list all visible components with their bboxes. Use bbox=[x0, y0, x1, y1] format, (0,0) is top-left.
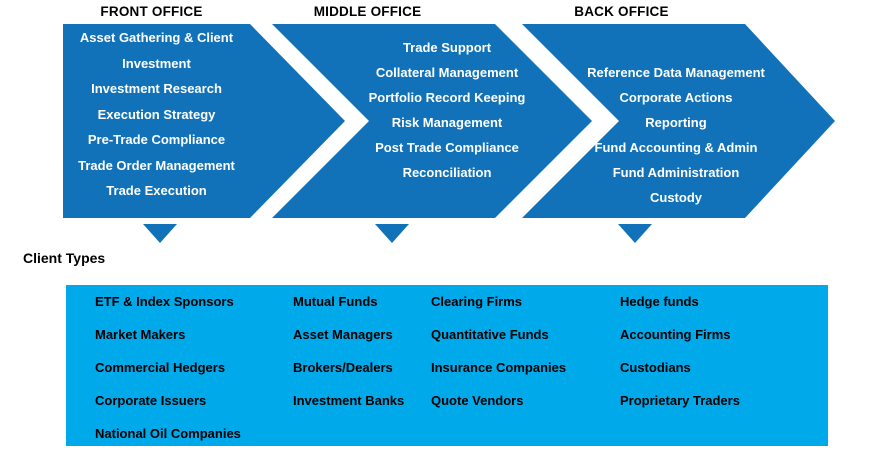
client-type-item: Commercial Hedgers bbox=[95, 360, 226, 375]
client-type-item: Mutual Funds bbox=[293, 294, 378, 309]
client-type-item: Hedge funds bbox=[620, 294, 699, 309]
client-type-item: Market Makers bbox=[95, 327, 186, 342]
middle-office-item: Collateral Management bbox=[375, 65, 519, 80]
back-office-item: Fund Administration bbox=[612, 165, 740, 180]
down-arrow-icon bbox=[375, 224, 409, 243]
client-types-column-1: ETF & Index Sponsors Market Makers Comme… bbox=[95, 285, 241, 450]
front-office-item: Investment Research bbox=[91, 81, 222, 96]
back-office-item-list: Reference Data Management Corporate Acti… bbox=[556, 60, 796, 210]
front-office-item: Pre-Trade Compliance bbox=[87, 132, 226, 147]
middle-office-item: Reconciliation bbox=[402, 165, 492, 180]
client-type-item: Proprietary Traders bbox=[620, 393, 740, 408]
front-office-item: Asset Gathering & Client bbox=[79, 30, 234, 45]
middle-office-item: Portfolio Record Keeping bbox=[368, 90, 526, 105]
client-type-item: Brokers/Dealers bbox=[293, 360, 393, 375]
client-types-column-3: Clearing Firms Quantitative Funds Insura… bbox=[431, 285, 566, 417]
front-office-item: Trade Order Management bbox=[78, 157, 235, 173]
middle-office-item: Post Trade Compliance bbox=[375, 140, 519, 155]
front-office-item: Trade Execution bbox=[106, 183, 207, 198]
down-arrow-icon bbox=[618, 224, 652, 243]
down-arrow-icon bbox=[143, 224, 177, 243]
front-office-title: FRONT OFFICE bbox=[100, 4, 203, 19]
client-type-item: Custodians bbox=[620, 360, 691, 375]
middle-office-item-list: Trade Support Collateral Management Port… bbox=[327, 35, 567, 185]
back-office-item: Corporate Actions bbox=[619, 90, 733, 105]
client-types-column-2: Mutual Funds Asset Managers Brokers/Deal… bbox=[293, 285, 404, 417]
client-type-item: Asset Managers bbox=[293, 327, 393, 342]
front-office-item: Investment bbox=[122, 55, 191, 71]
middle-office-item: Risk Management bbox=[391, 115, 503, 130]
back-office-title: BACK OFFICE bbox=[574, 4, 669, 19]
client-type-item: ETF & Index Sponsors bbox=[95, 294, 234, 309]
middle-office-item: Trade Support bbox=[402, 40, 492, 55]
client-type-item: Quantitative Funds bbox=[431, 327, 549, 342]
client-type-item: National Oil Companies bbox=[95, 426, 241, 441]
client-type-item: Investment Banks bbox=[293, 393, 405, 408]
back-office-item: Reporting bbox=[645, 115, 707, 130]
client-types-column-4: Hedge funds Accounting Firms Custodians … bbox=[620, 285, 740, 417]
back-office-item: Reference Data Management bbox=[587, 65, 765, 80]
client-type-item: Clearing Firms bbox=[431, 294, 523, 309]
front-office-item: Execution Strategy bbox=[97, 106, 216, 122]
client-type-item: Quote Vendors bbox=[431, 393, 524, 408]
client-types-label: Client Types bbox=[23, 250, 106, 266]
client-type-item: Corporate Issuers bbox=[95, 393, 207, 408]
back-office-item: Fund Accounting & Admin bbox=[594, 140, 758, 155]
front-office-item-list: Asset Gathering & Client Investment Inve… bbox=[63, 25, 250, 204]
client-type-item: Accounting Firms bbox=[620, 327, 731, 342]
back-office-item: Custody bbox=[650, 190, 702, 205]
client-type-item: Insurance Companies bbox=[431, 360, 567, 375]
client-types-panel: ETF & Index Sponsors Market Makers Comme… bbox=[66, 285, 828, 446]
middle-office-title: MIDDLE OFFICE bbox=[313, 4, 422, 19]
